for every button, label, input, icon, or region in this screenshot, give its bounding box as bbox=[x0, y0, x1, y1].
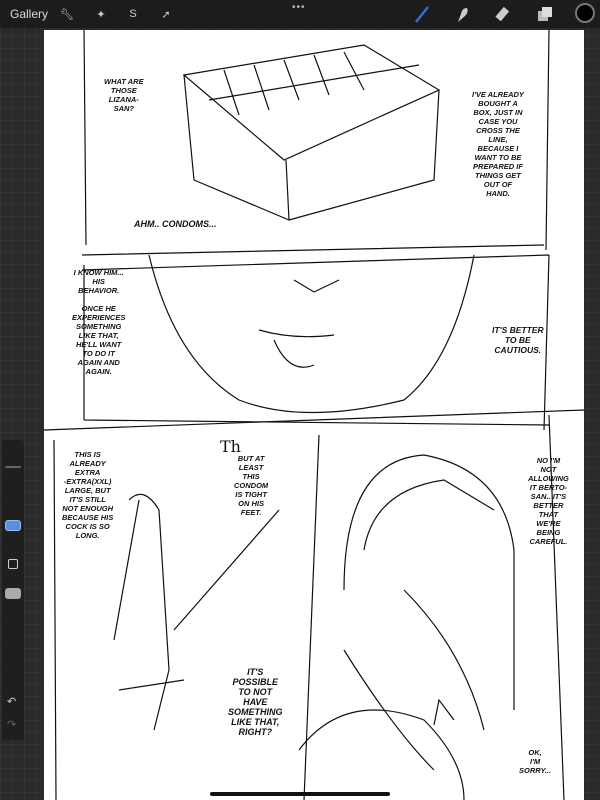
speech-bubble: I'VE ALREADY BOUGHT A BOX, JUST IN CASE … bbox=[472, 90, 524, 198]
opacity-handle[interactable] bbox=[5, 588, 21, 599]
magic-wand-icon[interactable]: ✦ bbox=[96, 8, 106, 21]
color-picker-button[interactable] bbox=[575, 3, 595, 23]
wrench-icon[interactable]: 🔧︎ bbox=[60, 8, 74, 21]
speech-bubble: NO I'M NOT ALLOWING IT BERTO- SAN.. IT'S… bbox=[528, 456, 569, 546]
gallery-button[interactable]: Gallery bbox=[10, 7, 49, 21]
speech-bubble: IT'S BETTER TO BE CAUTIOUS. bbox=[492, 325, 544, 355]
home-indicator bbox=[210, 792, 390, 796]
sketch-lines bbox=[44, 30, 584, 800]
speech-bubble: BUT AT LEAST THIS CONDOM IS TIGHT ON HIS… bbox=[234, 454, 269, 517]
eraser-icon[interactable] bbox=[493, 4, 513, 24]
transform-arrow-icon[interactable]: ➚ bbox=[161, 8, 171, 21]
speech-bubble: IT'S POSSIBLE TO NOT HAVE SOMETHING LIKE… bbox=[228, 667, 283, 737]
speech-bubble: THIS IS ALREADY EXTRA -EXTRA(XXL) LARGE,… bbox=[62, 450, 114, 540]
sound-effect: Th bbox=[220, 437, 241, 456]
brush-size-handle[interactable] bbox=[5, 520, 21, 531]
selection-icon[interactable]: S bbox=[129, 8, 137, 20]
speech-bubble: WHAT ARE THOSE LIZANA- SAN? bbox=[104, 77, 144, 113]
more-options-button[interactable]: ••• bbox=[292, 2, 306, 13]
modify-button[interactable] bbox=[8, 559, 18, 569]
brush-size-slider[interactable] bbox=[5, 466, 21, 468]
brush-sidebar: ↶ ↷ bbox=[2, 440, 24, 740]
undo-icon[interactable]: ↶ bbox=[7, 696, 17, 708]
speech-bubble: AHM.. CONDOMS... bbox=[134, 219, 217, 229]
speech-bubble: I KNOW HIM... HIS BEHAVIOR. ONCE HE EXPE… bbox=[72, 268, 126, 376]
smudge-icon[interactable] bbox=[452, 4, 472, 24]
speech-bubble: OK, I'M SORRY... bbox=[519, 748, 552, 775]
drawing-canvas[interactable]: WHAT ARE THOSE LIZANA- SAN? I'VE ALREADY… bbox=[44, 30, 584, 800]
layers-icon[interactable] bbox=[535, 4, 555, 24]
top-toolbar: Gallery 🔧︎ ✦ S ➚ ••• bbox=[0, 0, 600, 28]
brush-icon[interactable] bbox=[412, 4, 432, 24]
redo-icon[interactable]: ↷ bbox=[7, 719, 17, 731]
